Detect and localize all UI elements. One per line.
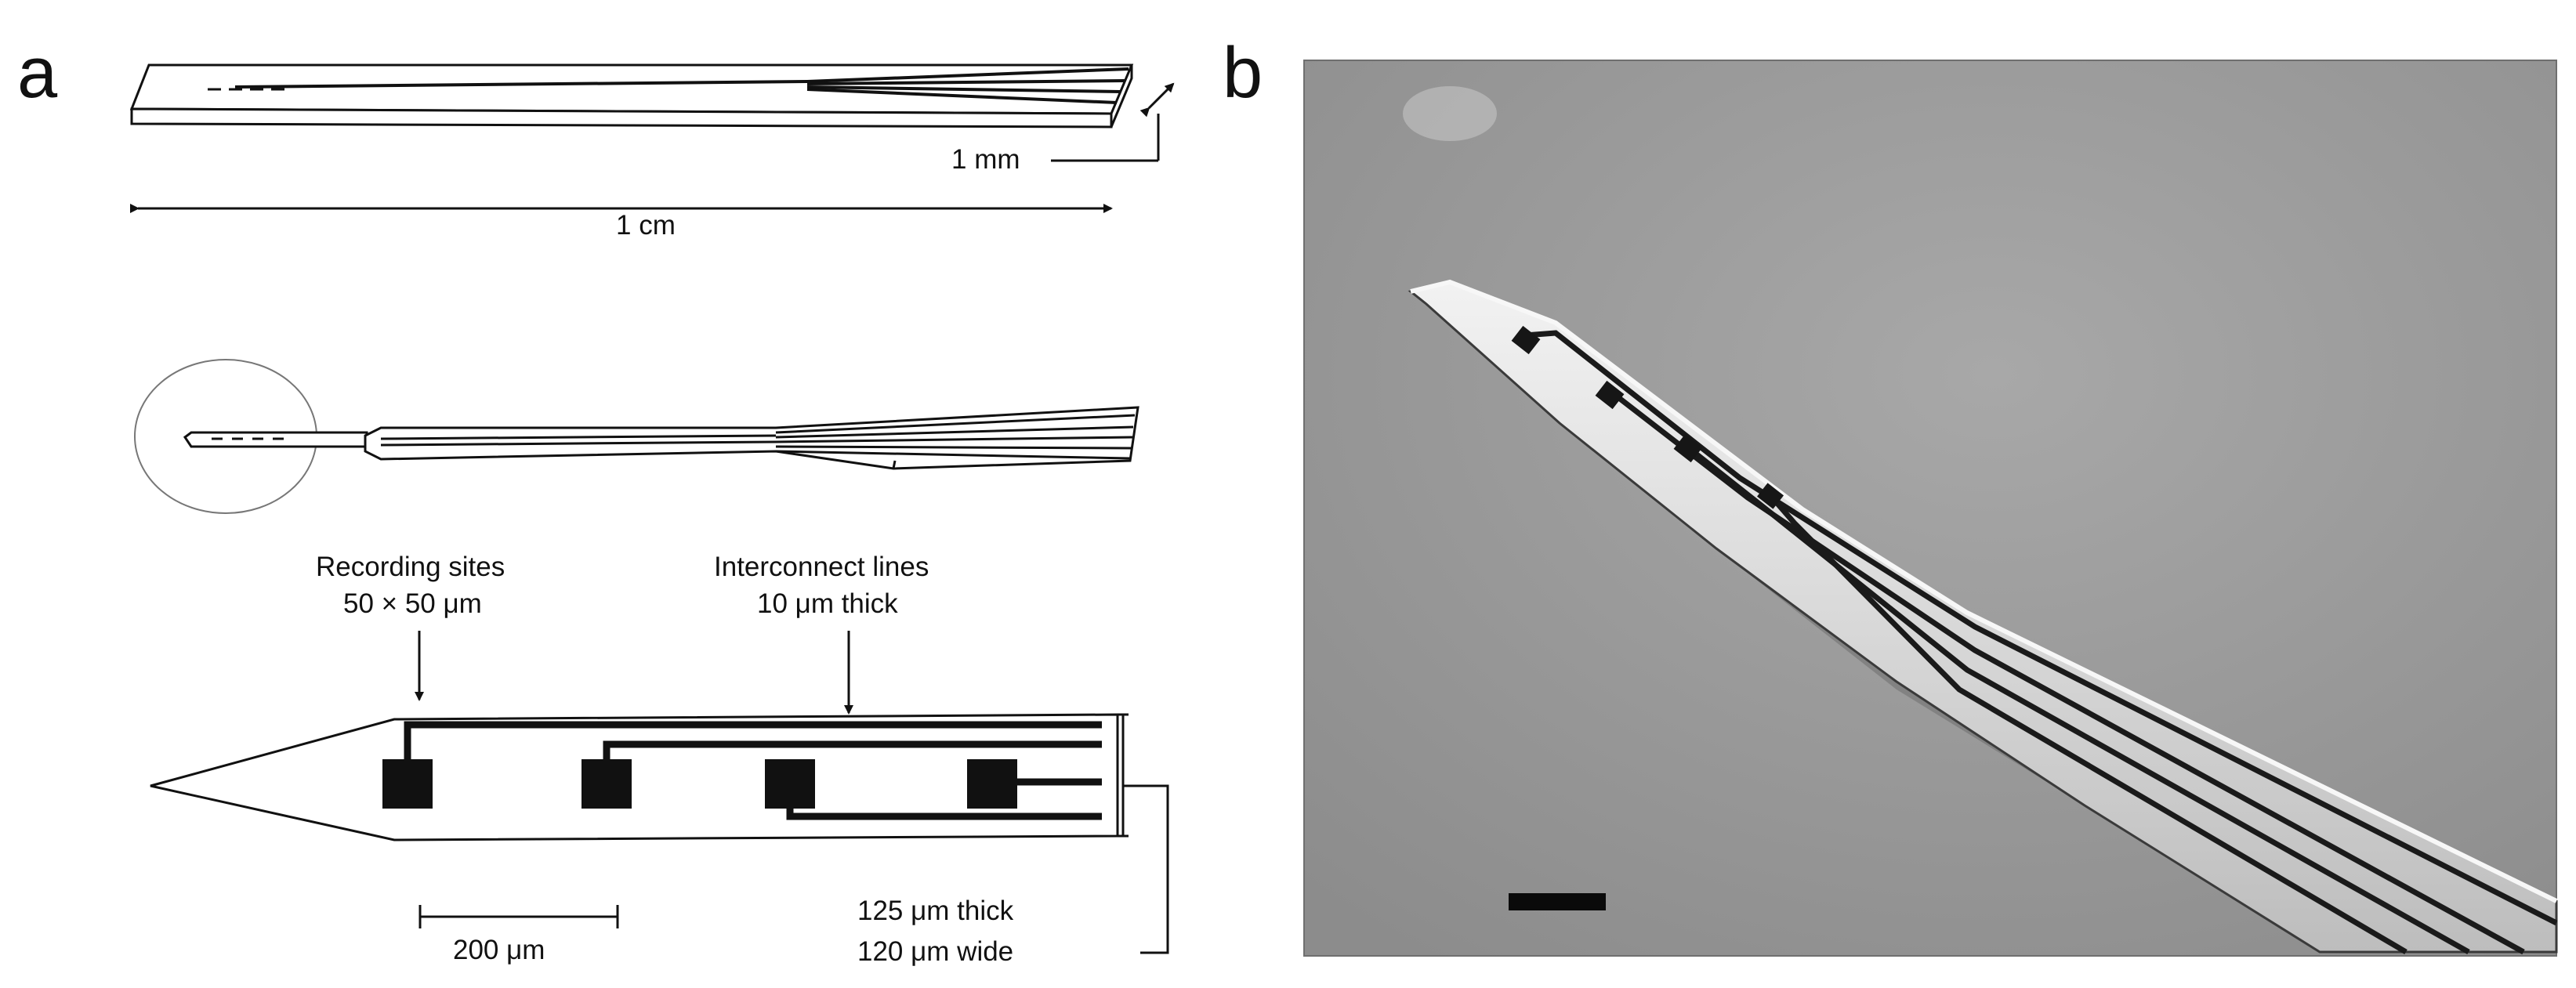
width-label: 1 mm (951, 144, 1020, 175)
probe-width-label: 120 μm wide (857, 936, 1013, 967)
recording-site-1 (382, 759, 433, 809)
photo-site-3 (1673, 433, 1703, 463)
probe-photo-sites (1511, 325, 1784, 509)
probe-full-view (129, 63, 1134, 128)
width-dimension (1051, 82, 1175, 162)
width-arrow (1139, 82, 1175, 118)
probe-full-interconnect-lines (234, 67, 1129, 104)
scale-bar-label: 200 μm (453, 935, 545, 965)
probe-photo-highlight (1410, 279, 2558, 903)
probe-full-edge (1110, 65, 1133, 128)
panel-a: a 1 mm (17, 33, 1175, 967)
interconnect-label: Interconnect lines (714, 552, 929, 582)
recording-site-2 (582, 759, 632, 809)
panel-b: b (1223, 33, 2558, 957)
photo-trace-4 (1766, 491, 2408, 955)
scale-bar-200um (418, 905, 619, 928)
recording-site-3 (765, 759, 815, 809)
photo-trace-3 (1683, 443, 2470, 955)
probe-side-body (364, 406, 1139, 470)
tip-schematic (150, 713, 1169, 954)
photo-site-1 (1511, 325, 1541, 355)
photo-site-4 (1756, 483, 1784, 509)
micrograph (1303, 60, 2558, 957)
micrograph-glare (1403, 86, 1497, 141)
micrograph-scale-bar (1509, 893, 1606, 910)
panel-a-letter: a (17, 33, 58, 113)
recording-sites-size: 50 × 50 μm (343, 588, 482, 619)
thickness-bracket (1118, 713, 1169, 954)
photo-site-2 (1595, 380, 1625, 410)
panel-b-letter: b (1223, 33, 1263, 113)
recording-sites-label: Recording sites (316, 552, 505, 582)
recording-site-4 (967, 759, 1017, 809)
recording-site-pads (382, 759, 1017, 809)
probe-side-lines (380, 414, 1136, 469)
trace-1 (404, 721, 1102, 774)
probe-side-view (134, 359, 1139, 514)
interconnect-thickness: 10 μm thick (757, 588, 898, 619)
probe-thickness-label: 125 μm thick (857, 896, 1014, 926)
length-label: 1 cm (616, 210, 676, 241)
photo-trace-1 (1524, 330, 2558, 926)
